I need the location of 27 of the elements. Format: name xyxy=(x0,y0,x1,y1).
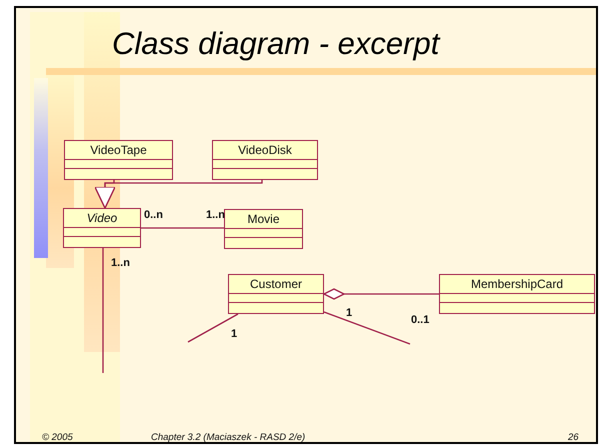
aggregation-line xyxy=(323,288,439,300)
multiplicity-label: 1 xyxy=(346,307,352,319)
class-name: VideoTape xyxy=(65,141,172,160)
association-line xyxy=(188,313,238,343)
class-box xyxy=(212,140,318,180)
multiplicity-label: 0..n xyxy=(144,209,163,221)
class-box xyxy=(63,208,141,248)
association-line xyxy=(324,311,410,345)
page-number: 26 xyxy=(568,432,579,442)
generalization-arrow xyxy=(94,180,263,209)
class-name: VideoDisk xyxy=(213,141,317,160)
class-name: MembershipCard xyxy=(440,275,594,294)
class-box xyxy=(224,209,303,249)
slide-title: Class diagram - excerpt xyxy=(112,26,440,62)
class-box xyxy=(439,274,595,314)
multiplicity-label: 1 xyxy=(231,328,238,340)
multiplicity-label: 0..1 xyxy=(411,314,430,326)
association-line xyxy=(102,248,104,373)
copyright-note: © 2005 xyxy=(42,432,73,442)
class-box xyxy=(228,274,324,314)
class-name: Movie xyxy=(225,210,302,229)
class-box xyxy=(64,140,173,180)
association-line xyxy=(141,227,224,229)
chapter-reference: Chapter 3.2 (Maciaszek - RASD 2/e) xyxy=(151,432,306,442)
class-name: Video xyxy=(64,209,140,228)
multiplicity-label: 1..n xyxy=(111,257,130,269)
class-name: Customer xyxy=(229,275,323,294)
